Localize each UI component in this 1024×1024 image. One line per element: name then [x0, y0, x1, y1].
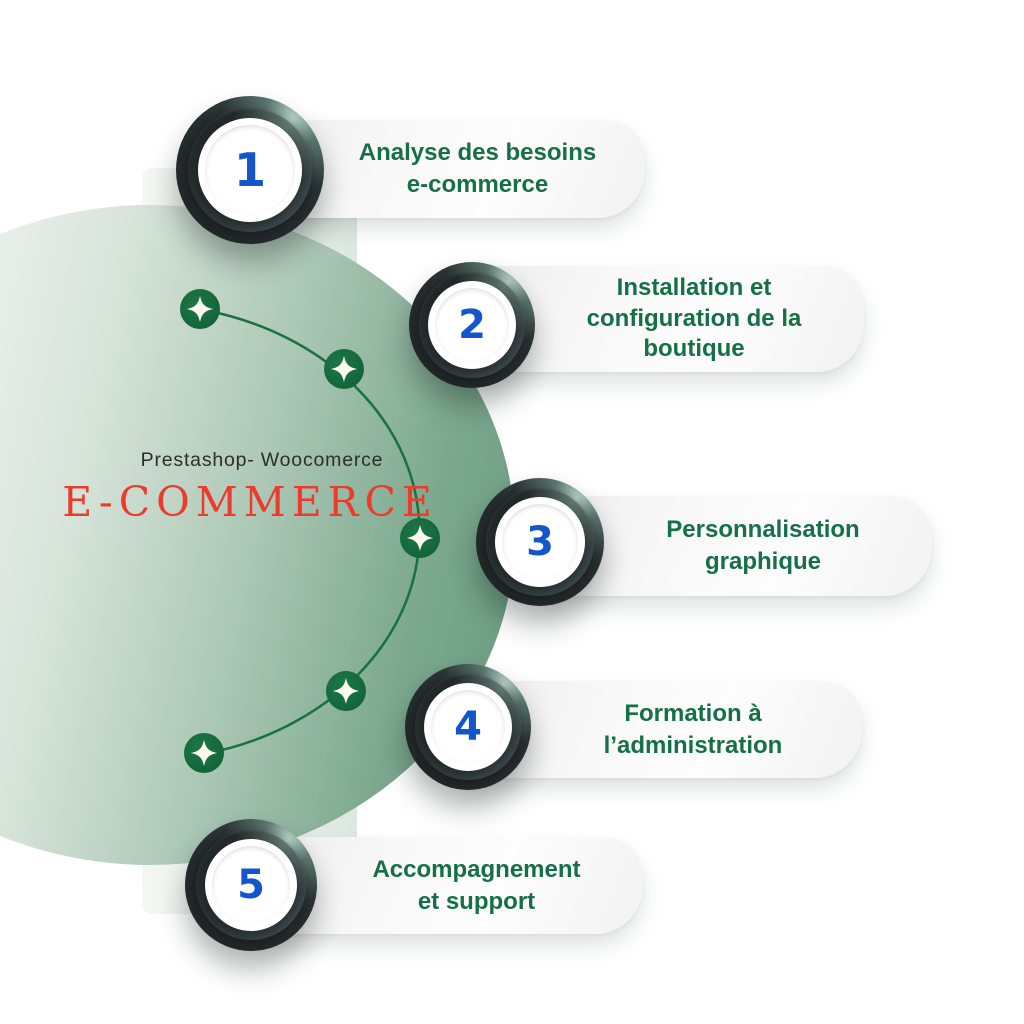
step-number: 2	[458, 302, 486, 348]
step-badge-inner: 1	[198, 118, 302, 222]
step-badge-1: 1	[176, 96, 324, 244]
step-number: 3	[526, 519, 554, 565]
step-badge-inner: 2	[427, 280, 517, 370]
sparkle-icon	[324, 349, 364, 389]
sparkle-icon	[180, 289, 220, 329]
step-badge-inner: 5	[204, 838, 298, 932]
step-number: 4	[454, 704, 482, 750]
step-label-line: Installation et	[616, 273, 772, 301]
step-badge-2: 2	[409, 262, 535, 388]
step-label-pill-4: Formation à l’administration	[466, 681, 862, 778]
step-label-pill-3: Personnalisation graphique	[536, 496, 932, 596]
step-badge-5: 5	[185, 819, 317, 951]
step-label-line: et support	[417, 887, 536, 915]
step-number: 1	[233, 143, 266, 197]
sparkle-icon	[184, 733, 224, 773]
sparkle-icon	[326, 671, 366, 711]
step-label-line: Analyse des besoins	[358, 139, 597, 167]
step-label-line: graphique	[704, 548, 821, 575]
step-badge-4: 4	[405, 664, 531, 790]
step-label-pill-5: Accompagnement et support	[252, 837, 643, 934]
step-badge-3: 3	[476, 478, 604, 606]
sparkle-icon	[400, 518, 440, 558]
step-label-line: Formation à	[624, 699, 762, 727]
step-number: 5	[237, 861, 265, 908]
brand-title: E-COMMERCE	[62, 478, 438, 526]
step-label-pill-2: Installation et configuration de la bout…	[466, 266, 864, 372]
step-label-line: boutique	[643, 335, 745, 363]
step-label-line: configuration de la	[586, 304, 802, 332]
step-badge-inner: 3	[495, 497, 585, 587]
step-label-pill-1: Analyse des besoins e-commerce	[252, 120, 645, 218]
step-label-line: Accompagnement	[372, 855, 581, 883]
step-badge-inner: 4	[423, 682, 513, 772]
brand-subtitle: Prestashop- Woocomerce	[140, 449, 384, 471]
step-label-line: l’administration	[603, 731, 783, 759]
step-label-line: e-commerce	[406, 171, 549, 198]
step-label-line: Personnalisation	[666, 516, 860, 544]
